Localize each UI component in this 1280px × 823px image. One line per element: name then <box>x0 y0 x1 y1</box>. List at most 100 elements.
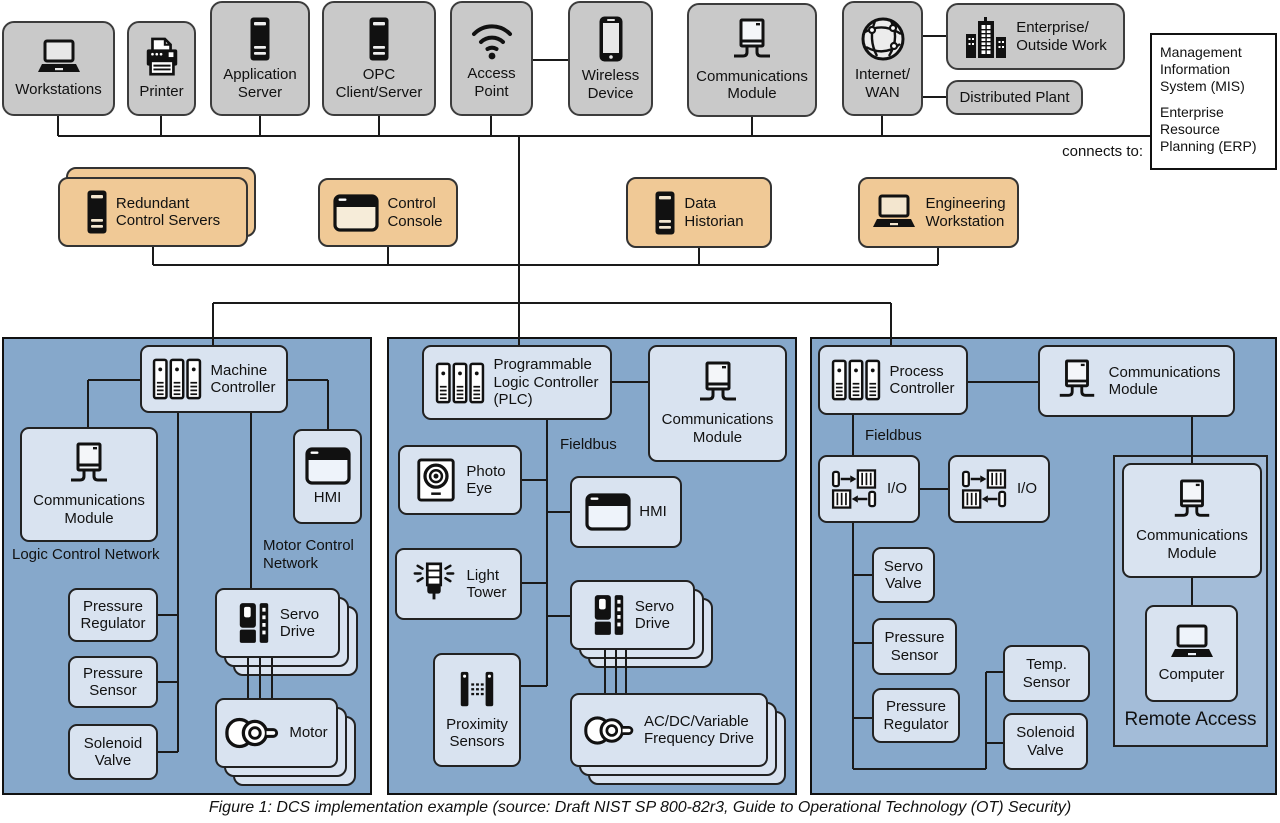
server-icon <box>86 189 108 235</box>
node-lp-hmi: HMI <box>293 429 362 524</box>
node-label: Solenoid Valve <box>1016 724 1075 759</box>
node-data-historian: Data Historian <box>626 177 772 248</box>
node-label: Servo Drive <box>634 597 675 632</box>
node-vfd: AC/DC/Variable Frequency Drive <box>570 693 768 767</box>
node-label: Internet/ WAN <box>854 66 911 101</box>
node-label: Redundant Control Servers <box>115 194 221 229</box>
mis-label: Management Information System (MIS) <box>1160 44 1245 95</box>
node-lp-motor: Motor <box>215 698 338 768</box>
node-machine-controller: Machine Controller <box>140 345 288 413</box>
motor-icon <box>584 714 636 747</box>
node-distributed-plant: Distributed Plant <box>946 80 1083 115</box>
node-internet-wan: Internet/ WAN <box>842 1 923 116</box>
server-icon <box>368 16 390 62</box>
controller-rack-icon <box>152 357 202 401</box>
node-application-server: Application Server <box>210 1 310 116</box>
node-lp-pressure-regulator: Pressure Regulator <box>68 588 158 642</box>
node-mp-servo-drive: Servo Drive <box>570 580 695 650</box>
comm-module-icon <box>727 18 777 64</box>
node-label: Control Console <box>387 195 443 230</box>
node-label: OPC Client/Server <box>335 66 423 101</box>
node-control-console: Control Console <box>318 178 458 247</box>
node-label: HMI <box>639 503 667 521</box>
io-icon <box>831 469 879 509</box>
node-communications-module: Communications Module <box>687 3 817 117</box>
node-label: Proximity Sensors <box>446 715 508 750</box>
controller-rack-icon <box>435 361 485 405</box>
node-rp-temp-sensor: Temp. Sensor <box>1003 645 1090 702</box>
node-label: Communications Module <box>661 411 774 446</box>
node-label: Communications Module <box>696 67 808 102</box>
server-icon <box>249 16 271 62</box>
node-access-point: Access Point <box>450 1 533 116</box>
wifi-icon <box>468 17 516 61</box>
node-label: Engineering Workstation <box>925 195 1006 230</box>
node-label: Distributed Plant <box>959 88 1070 106</box>
hmi-window-icon <box>585 493 631 531</box>
node-label: Machine Controller <box>210 361 276 396</box>
node-label: Motor <box>289 724 328 742</box>
comm-module-icon <box>1168 479 1216 523</box>
console-window-icon <box>333 193 380 232</box>
node-printer: Printer <box>127 21 196 116</box>
node-engineering-workstation: Engineering Workstation <box>858 177 1019 248</box>
remote-access-label: Remote Access <box>1124 709 1257 730</box>
node-redundant-control-servers: Redundant Control Servers <box>58 177 248 247</box>
node-io-2: I/O <box>948 455 1050 523</box>
photo-eye-icon <box>414 458 458 502</box>
motor-icon <box>225 715 281 751</box>
node-lp-pressure-sensor: Pressure Sensor <box>68 656 158 708</box>
laptop-icon <box>36 39 82 77</box>
node-process-controller: Process Controller <box>818 345 968 415</box>
comm-module-icon <box>1053 359 1101 403</box>
node-label: Light Tower <box>466 566 507 601</box>
node-mp-hmi: HMI <box>570 476 682 548</box>
smartphone-icon <box>598 15 624 63</box>
erp-label: Enterprise Resource Planning (ERP) <box>1160 104 1257 155</box>
node-label: Communications Module <box>1136 527 1248 562</box>
node-label: HMI <box>313 488 342 506</box>
node-opc-client-server: OPC Client/Server <box>322 1 436 116</box>
io-icon <box>961 469 1009 509</box>
node-label: Photo Eye <box>466 462 506 497</box>
node-label: Pressure Regulator <box>883 698 949 733</box>
buildings-icon <box>964 16 1008 58</box>
node-label: Pressure Sensor <box>884 629 945 664</box>
node-wireless-device: Wireless Device <box>568 1 653 116</box>
node-rp-solenoid-valve: Solenoid Valve <box>1003 713 1088 770</box>
node-mp-communications-module: Communications Module <box>648 345 787 462</box>
node-computer: Computer <box>1145 605 1238 702</box>
node-photo-eye: Photo Eye <box>398 445 522 515</box>
proximity-sensors-icon <box>454 670 500 712</box>
fieldbus-label-right: Fieldbus <box>865 427 922 444</box>
node-label: Programmable Logic Controller (PLC) <box>493 356 599 409</box>
node-label: Computer <box>1158 665 1225 683</box>
node-proximity-sensors: Proximity Sensors <box>433 653 521 767</box>
node-label: Access Point <box>467 65 516 100</box>
node-io-1: I/O <box>818 455 920 523</box>
node-label: I/O <box>886 480 907 498</box>
laptop-icon <box>1169 624 1215 662</box>
node-rp-servo-valve: Servo Valve <box>872 547 935 603</box>
comm-module-icon <box>64 442 114 488</box>
node-label: Application Server <box>223 66 297 101</box>
node-label: Pressure Regulator <box>80 597 146 632</box>
node-label: Solenoid Valve <box>83 734 143 769</box>
node-label: Communications Module <box>1108 363 1221 398</box>
printer-icon <box>142 37 182 79</box>
servo-drive-icon <box>236 601 272 645</box>
node-label: Data Historian <box>684 195 744 230</box>
node-lp-communications-module: Communications Module <box>20 427 158 542</box>
node-label: I/O <box>1016 480 1037 498</box>
node-rp-communications-module-top: Communications Module <box>1038 345 1235 417</box>
node-label: Servo Valve <box>883 557 924 592</box>
node-label: AC/DC/Variable Frequency Drive <box>643 712 755 747</box>
node-rp-pressure-sensor: Pressure Sensor <box>872 618 957 675</box>
node-lp-solenoid-valve: Solenoid Valve <box>68 724 158 780</box>
connects-to-label: connects to: <box>1062 143 1143 160</box>
light-tower-icon <box>410 561 458 607</box>
fieldbus-label-middle: Fieldbus <box>560 436 617 453</box>
node-rp-communications-module-remote: Communications Module <box>1122 463 1262 578</box>
comm-module-icon <box>693 361 743 407</box>
